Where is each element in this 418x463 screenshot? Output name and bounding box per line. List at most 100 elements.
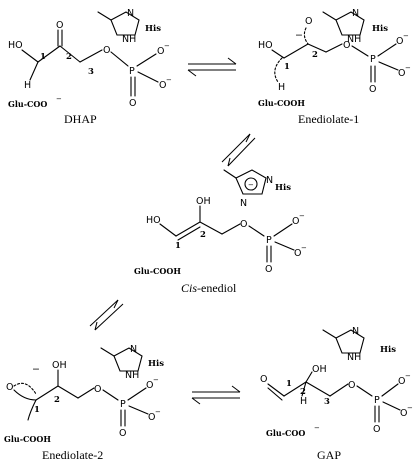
svg-text:−: − — [248, 181, 254, 189]
svg-text:O: O — [157, 46, 164, 57]
svg-text:H: H — [300, 396, 307, 407]
svg-text:OH: OH — [312, 364, 327, 375]
svg-text:O: O — [159, 80, 166, 91]
his-imidazole-dhap: N NH His — [97, 8, 161, 45]
svg-text:NH: NH — [347, 352, 361, 363]
label-dhap: DHAP — [64, 112, 97, 126]
svg-text:1: 1 — [175, 241, 181, 251]
svg-text:O: O — [400, 408, 407, 419]
svg-text:OH: OH — [196, 196, 211, 207]
svg-text:P: P — [120, 399, 126, 410]
svg-text:O: O — [129, 98, 136, 109]
svg-text:HO: HO — [146, 215, 161, 226]
label-enediolate2: Enediolate-2 — [42, 448, 103, 462]
svg-text:His: His — [275, 183, 291, 193]
svg-text:P: P — [129, 66, 135, 77]
svg-text:O: O — [119, 428, 126, 439]
svg-text:P: P — [266, 235, 272, 246]
label-gap: GAP — [317, 448, 341, 462]
svg-text:O: O — [396, 36, 403, 47]
dhap-structure: N NH His HO O O P O − O − O H 1 2 3 G — [8, 8, 172, 126]
his-imidazole-e2: N NH His — [100, 344, 164, 381]
svg-text:−: − — [403, 32, 409, 40]
svg-text:N: N — [130, 344, 137, 355]
his-imidazole-e1: N NH His — [322, 8, 388, 45]
svg-text:2: 2 — [200, 230, 206, 240]
svg-text:O: O — [148, 412, 155, 423]
svg-text:O: O — [265, 264, 272, 275]
svg-text:O: O — [260, 374, 267, 385]
svg-text:1: 1 — [34, 405, 40, 415]
svg-text:O: O — [305, 16, 312, 27]
svg-text:−: − — [155, 408, 161, 416]
svg-text:−: − — [405, 372, 411, 380]
svg-text:Glu-COO: Glu-COO — [266, 428, 305, 438]
label-cis-enediol: Cis-enediol — [181, 281, 237, 295]
svg-text:3: 3 — [88, 67, 94, 77]
svg-text:−: − — [56, 95, 62, 103]
svg-text:HO: HO — [258, 40, 273, 51]
svg-text:2: 2 — [54, 395, 60, 405]
svg-text:−: − — [164, 42, 170, 50]
svg-text:−: − — [299, 212, 305, 220]
svg-text:−: − — [314, 424, 320, 432]
svg-text:N: N — [352, 326, 359, 337]
svg-text:P: P — [370, 54, 376, 65]
enediolate1-structure: N NH His HO O − O P O − O − O H 1 2 Glu-… — [258, 8, 411, 126]
svg-text:−: − — [295, 30, 303, 41]
svg-text:3: 3 — [324, 397, 330, 407]
equilibrium-arrow-4 — [191, 385, 241, 405]
svg-text:NH: NH — [122, 34, 136, 45]
svg-text:2: 2 — [300, 387, 306, 397]
svg-text:N: N — [352, 8, 359, 19]
svg-text:O: O — [6, 382, 13, 393]
his-imidazole-gap: N NH His — [322, 326, 396, 363]
svg-text:HO: HO — [8, 40, 23, 51]
svg-text:1: 1 — [286, 379, 292, 389]
svg-text:N: N — [127, 8, 134, 19]
gap-structure: N NH His O OH H O P O − O − O 1 2 3 Glu-… — [260, 326, 413, 462]
svg-text:NH: NH — [125, 370, 139, 381]
svg-text:Glu-COOH: Glu-COOH — [134, 266, 181, 276]
equilibrium-arrow-1 — [187, 57, 237, 77]
label-enediolate1: Enediolate-1 — [298, 112, 359, 126]
svg-text:1: 1 — [40, 52, 46, 62]
equilibrium-arrow-3 — [89, 299, 124, 331]
svg-text:His: His — [145, 24, 161, 34]
svg-text:His: His — [380, 345, 396, 355]
svg-text:OH: OH — [52, 360, 67, 371]
svg-text:O: O — [146, 380, 153, 391]
svg-text:H: H — [24, 80, 31, 91]
svg-text:2: 2 — [312, 50, 318, 60]
svg-text:Glu-COO: Glu-COO — [8, 99, 47, 109]
equilibrium-arrow-2 — [221, 133, 256, 167]
svg-text:O: O — [56, 20, 63, 31]
svg-text:O: O — [103, 45, 110, 56]
svg-text:His: His — [148, 359, 164, 369]
svg-text:H: H — [278, 82, 285, 93]
svg-text:O: O — [240, 219, 247, 230]
svg-text:N: N — [266, 175, 273, 186]
svg-text:O: O — [373, 424, 380, 435]
svg-text:O: O — [348, 380, 355, 391]
svg-text:−: − — [153, 376, 159, 384]
his-imidazolium-cis: − N N His — [223, 169, 291, 209]
svg-text:O: O — [369, 84, 376, 95]
svg-text:1: 1 — [284, 62, 290, 72]
svg-text:O: O — [94, 384, 101, 395]
svg-text:O: O — [343, 40, 350, 51]
cis-enediol-structure: − N N His HO OH O P O − O − O 1 2 Glu-CO… — [134, 169, 307, 295]
svg-text:2: 2 — [66, 52, 72, 62]
svg-text:O: O — [398, 376, 405, 387]
svg-text:His: His — [372, 24, 388, 34]
svg-text:−: − — [405, 64, 411, 72]
enediolate2-structure: N NH His O − OH O P O − O − O 1 2 Glu-CO… — [4, 344, 164, 462]
svg-text:O: O — [292, 216, 299, 227]
svg-text:−: − — [166, 76, 172, 84]
svg-text:O: O — [294, 248, 301, 259]
svg-text:P: P — [374, 395, 380, 406]
svg-text:Glu-COOH: Glu-COOH — [258, 98, 305, 108]
svg-text:Glu-COOH: Glu-COOH — [4, 434, 51, 444]
svg-text:N: N — [240, 198, 247, 209]
